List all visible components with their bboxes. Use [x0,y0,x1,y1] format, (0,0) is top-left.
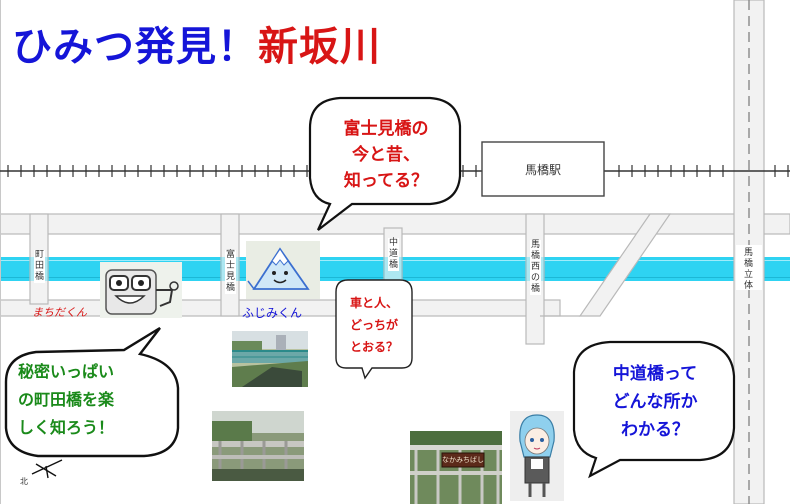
nakamichi-bubble [572,340,736,479]
nakamichi-sign-photo: なかみちばし [410,431,502,504]
nakamichi-girl-character [510,411,564,501]
machida-bubble-text: 秘密いっぱい の町田橋を楽 しく知ろう！ [12,358,178,442]
nakamichi-sign-photo-image [410,431,502,504]
machida-bubble-line: の町田橋を楽 [18,390,115,409]
title-part2: 新坂川 [258,24,381,70]
nakamichi-small-bubble-text: 車と人、 どっちが とおる？ [336,292,412,358]
fujimi-bubble-text: 富士見橋の 今と昔、 知ってる？ [316,116,456,194]
small-bubble-line: どっちが [349,318,398,332]
nakamichi-bubble-line: 中道橋って [612,364,698,384]
fujimi-bridge-photo-image [232,331,308,387]
fujimi-bridge-photo [232,331,308,387]
diagonal-road [578,213,672,317]
nakamichi-small-bubble [335,279,413,380]
fujimi-kun-name: ふじみくん [242,306,303,320]
machida-kun-name: まちだくん [32,306,87,319]
page-title: ひみつ発見！新坂川 [12,14,381,72]
girl-illustration [510,411,564,501]
bridge-label-machida: 町田橋 [34,250,45,283]
fujimi-bubble [308,96,462,231]
bridge-label-nakamichi: 中道橋 [388,238,399,271]
bridge-label-mabashinishi: 馬橋西の橋 [530,240,541,295]
station-label: 馬橋駅 [524,162,561,177]
compass-mark [31,459,63,479]
machida-kun-character [100,262,182,318]
bridge-label-mabashi-rittai: 馬橋立体 [743,248,753,291]
nakamichi-bridge-photo [212,411,304,481]
nakamichi-bridge-photo-image [212,411,304,481]
fujimi-bubble-line: 富士見橋の [343,119,429,139]
nakamichi-sign-text: なかみちばし [442,456,484,464]
fujimi-bubble-line: 知ってる？ [343,171,429,191]
fujimi-bubble-line: 今と昔、 [352,145,420,165]
fujimi-kun-character [246,241,320,299]
station-box [481,141,605,197]
rittai-label-bg [736,245,762,290]
small-bubble-line: 車と人、 [349,296,398,310]
small-bubble-line: とおる？ [349,340,398,354]
compass-north-label: 北 [20,477,28,486]
machida-kun-illustration [100,262,182,318]
nakamichi-bubble-line: わかる？ [621,420,689,440]
fujimi-kun-illustration [246,241,320,299]
title-part1: ひみつ発見！ [12,24,258,70]
machida-bubble [4,326,180,458]
machida-bubble-line: 秘密いっぱい [18,362,115,381]
nakamichi-bubble-text: 中道橋って どんな所か わかる？ [582,360,728,444]
bridge-label-fujimi: 富士見橋 [225,250,236,294]
machida-bubble-line: しく知ろう！ [18,418,115,437]
nakamichi-bubble-line: どんな所か [612,392,698,412]
